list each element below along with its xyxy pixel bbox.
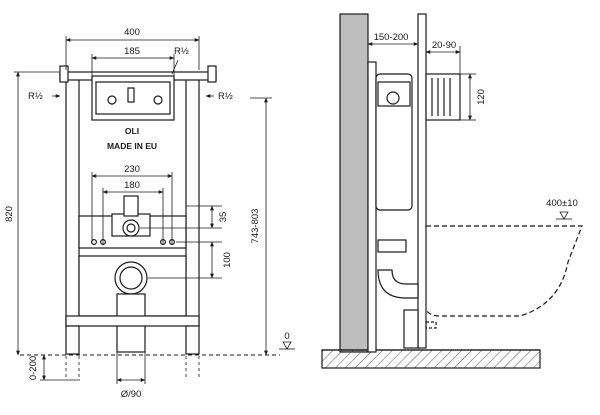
drain-elbow bbox=[377, 269, 419, 299]
wall-section bbox=[339, 13, 369, 353]
dim-plate-depth: 20-90 bbox=[432, 40, 456, 51]
flush-valve-left bbox=[107, 95, 117, 105]
dim-35: 35 bbox=[218, 212, 229, 223]
side-view bbox=[321, 13, 583, 369]
frame-bottom-bar bbox=[65, 315, 200, 327]
dim-conn-left: R½ bbox=[28, 91, 43, 102]
dim-bolt-inner: 180 bbox=[124, 180, 140, 191]
dim-conn-top: R½ bbox=[174, 46, 189, 57]
dim-range-height: 743-803 bbox=[250, 209, 261, 244]
dim-plate-height: 120 bbox=[476, 89, 487, 105]
dim-100: 100 bbox=[222, 252, 233, 268]
flush-button bbox=[127, 87, 135, 103]
frame-left-post bbox=[65, 73, 80, 327]
flush-pipe bbox=[123, 195, 139, 217]
dim-leg-adjust: 0-200 bbox=[28, 356, 39, 380]
right-foot bbox=[185, 325, 200, 355]
dim-wall-depth: 150-200 bbox=[374, 32, 409, 43]
right-fitting bbox=[207, 65, 217, 83]
left-foot bbox=[65, 325, 80, 355]
toilet-bowl-outline bbox=[425, 225, 583, 317]
frame-side-post bbox=[367, 61, 377, 353]
inlet-pipe bbox=[377, 239, 407, 253]
dim-drain-diameter: Ø/90 bbox=[121, 389, 142, 400]
frame-right-post bbox=[185, 73, 200, 327]
flush-box bbox=[425, 73, 461, 121]
front-panel bbox=[417, 13, 427, 349]
dim-frame-height: 820 bbox=[4, 206, 15, 222]
dim-seat-height: 400±10 bbox=[546, 198, 578, 209]
origin-label: MADE IN EU bbox=[107, 141, 157, 151]
dim-zero-level: 0 bbox=[284, 331, 289, 342]
dim-plate-width: 185 bbox=[124, 46, 140, 57]
left-fitting bbox=[59, 65, 69, 83]
dim-conn-right: R½ bbox=[218, 91, 233, 102]
cistern-side bbox=[375, 73, 413, 211]
brand-label: OLI bbox=[125, 126, 139, 136]
dim-total-width: 400 bbox=[124, 27, 140, 38]
floor-section bbox=[321, 349, 541, 369]
dim-bolt-outer: 230 bbox=[124, 164, 140, 175]
flush-valve-right bbox=[153, 95, 163, 105]
front-view bbox=[20, 65, 280, 380]
